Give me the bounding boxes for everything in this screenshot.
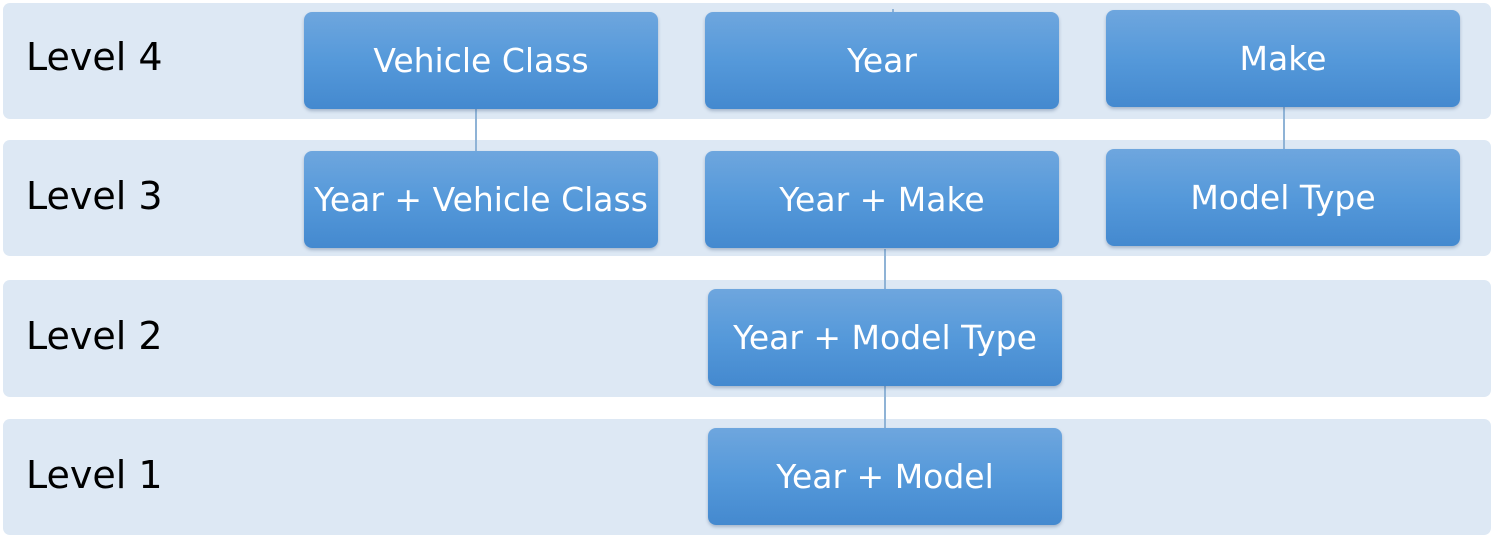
node-make: Make xyxy=(1106,10,1460,107)
node-model-type: Model Type xyxy=(1106,149,1460,246)
node-model-type-text: Model Type xyxy=(1190,178,1376,217)
node-year: Year xyxy=(705,12,1059,109)
node-vehicle-class: Vehicle Class xyxy=(304,12,658,109)
connector-vehicle-class-to-year-vehicle-class xyxy=(475,109,477,151)
node-year-text: Year xyxy=(847,41,917,80)
node-year-make-text: Year + Make xyxy=(779,180,985,219)
node-year-make: Year + Make xyxy=(705,151,1059,248)
node-year-vehicle-class: Year + Vehicle Class xyxy=(304,151,658,248)
node-vehicle-class-text: Vehicle Class xyxy=(373,41,589,80)
level-2-label: Level 2 xyxy=(26,314,163,358)
node-year-model-type: Year + Model Type xyxy=(708,289,1062,386)
node-year-model-type-text: Year + Model Type xyxy=(733,318,1037,357)
node-year-model: Year + Model xyxy=(708,428,1062,525)
level-1-label: Level 1 xyxy=(26,453,163,497)
level-4-label: Level 4 xyxy=(26,35,163,79)
node-make-text: Make xyxy=(1239,39,1327,78)
node-year-model-text: Year + Model xyxy=(776,457,994,496)
connector-year-make-to-year-model-type xyxy=(884,249,886,289)
connector-make-to-model-type xyxy=(1283,107,1285,149)
connector-year-model-type-to-year-model xyxy=(884,386,886,428)
connector-year-top-stub xyxy=(892,9,894,13)
level-3-label: Level 3 xyxy=(26,174,163,218)
node-year-vehicle-class-text: Year + Vehicle Class xyxy=(314,180,648,219)
